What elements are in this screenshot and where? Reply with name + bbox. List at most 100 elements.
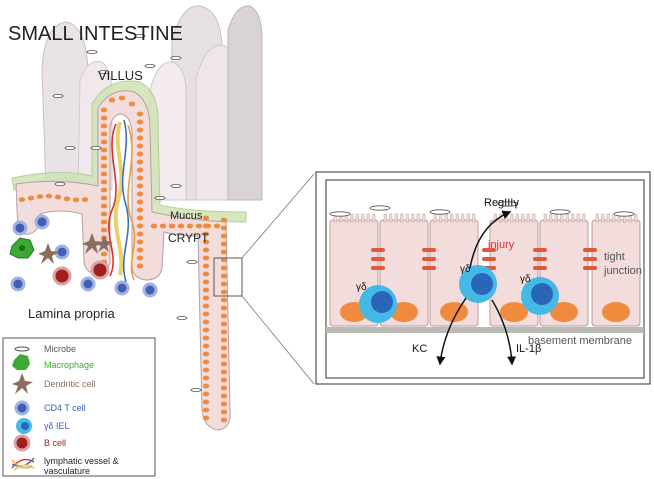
epithelial-nucleus — [220, 329, 228, 335]
microbe — [186, 259, 198, 264]
junction-label: junction — [603, 265, 642, 277]
microvillus — [521, 213, 525, 223]
tight-junctions — [371, 248, 597, 270]
epithelial-nucleus — [220, 289, 228, 295]
epithelial-nucleus — [202, 279, 210, 285]
lymphatic-vessel — [108, 119, 136, 283]
microvillus — [405, 213, 409, 223]
microvillus — [383, 213, 387, 223]
legend-gd-iel: γδ IEL — [44, 421, 70, 431]
epithelial-nucleus — [220, 265, 228, 271]
microbe — [429, 209, 451, 215]
epithelial-nucleus — [186, 223, 194, 229]
microbe — [54, 181, 66, 186]
cd4-t-cell-icon — [14, 400, 30, 416]
microbe — [613, 211, 635, 217]
epithelial-nucleus — [136, 223, 144, 229]
tight-junction — [422, 248, 436, 252]
b-cell-icon — [13, 434, 31, 452]
epithelial-nucleus — [500, 302, 528, 322]
microbe — [98, 70, 110, 75]
microvillus — [606, 213, 610, 223]
epithelial-nucleus — [136, 135, 144, 141]
epithelial-nucleus — [202, 367, 210, 373]
epithelial-nucleus — [220, 249, 228, 255]
epithelial-nucleus — [220, 313, 228, 319]
microvillus — [634, 213, 638, 223]
epithelial-nucleus — [202, 383, 210, 389]
microvillus — [554, 213, 558, 223]
microbe — [170, 56, 182, 61]
dendritic-cell — [82, 233, 103, 254]
tight-label: tight — [604, 251, 625, 263]
microbe — [190, 387, 202, 392]
microvillus — [526, 213, 530, 223]
microvillus — [394, 213, 398, 223]
epithelial-nucleus — [202, 399, 210, 405]
epithelial-nucleus — [100, 227, 108, 233]
lamina-propria-label: Lamina propria — [28, 306, 115, 321]
microvillus — [504, 213, 508, 223]
epithelial-nucleus — [202, 231, 210, 237]
gd-label: γδ — [460, 264, 471, 275]
title: SMALL INTESTINE — [8, 23, 183, 45]
epithelial-nucleus — [202, 375, 210, 381]
epithelial-nucleus — [220, 305, 228, 311]
epithelial-nucleus — [118, 95, 126, 101]
epithelial-nucleus — [202, 247, 210, 253]
microbe — [170, 183, 182, 188]
epithelial-nucleus — [100, 195, 108, 201]
gd-iel — [459, 265, 497, 303]
epithelial-nucleus — [36, 194, 44, 199]
tight-junction — [482, 248, 496, 252]
epithelial-nucleus — [100, 139, 108, 145]
epithelial-nucleus — [202, 359, 210, 365]
epithelial-nucleus — [220, 393, 228, 399]
epithelial-nucleus — [100, 251, 108, 257]
microbe — [86, 50, 98, 55]
epithelial-nucleus — [136, 111, 144, 117]
epithelial-nucleus — [202, 263, 210, 269]
injury-label: injury — [488, 239, 515, 251]
epithelial-nucleus — [100, 107, 108, 113]
microvillus — [510, 213, 514, 223]
tight-junction — [583, 257, 597, 261]
tight-junction — [533, 248, 547, 252]
cd4-t-cell — [34, 214, 50, 230]
epithelial-nucleus — [136, 167, 144, 173]
microvillus — [532, 213, 536, 223]
microvillus — [576, 213, 580, 223]
microvillus — [601, 213, 605, 223]
epithelial-nucleus — [202, 271, 210, 277]
basement-membrane-label: basement membrane — [528, 335, 632, 347]
epithelial-nucleus — [136, 183, 144, 189]
epithelial-nucleus — [54, 194, 62, 200]
epithelial-nucleus — [63, 196, 71, 202]
epithelial-nucleus — [602, 302, 630, 322]
legend-macrophage: Macrophage — [44, 360, 94, 370]
legend-microbe: Microbe — [44, 344, 76, 354]
microbe — [144, 64, 156, 69]
microvillus — [439, 213, 443, 223]
microvillus — [560, 213, 564, 223]
villus-label: VILLUS — [98, 68, 143, 83]
microvillus — [366, 213, 370, 223]
microvillus — [444, 213, 448, 223]
microvillus — [472, 213, 476, 223]
cd4-t-cell — [114, 280, 130, 296]
tight-junction — [371, 248, 385, 252]
epithelial-nucleus — [136, 191, 144, 197]
epithelial-nucleus — [220, 401, 228, 407]
epithelial-nucleus — [220, 281, 228, 287]
microvillus — [389, 213, 393, 223]
epithelial-nucleus — [220, 345, 228, 351]
epithelial-nucleus — [100, 171, 108, 177]
microvillus — [372, 213, 376, 223]
tight-junction — [371, 257, 385, 261]
epithelial-nucleus — [220, 241, 228, 247]
microbe — [549, 209, 571, 215]
epithelial-nucleus — [220, 377, 228, 383]
regiii-label: RegIIIγ — [484, 197, 519, 209]
immune-cells — [9, 214, 158, 298]
microvillus — [461, 213, 465, 223]
